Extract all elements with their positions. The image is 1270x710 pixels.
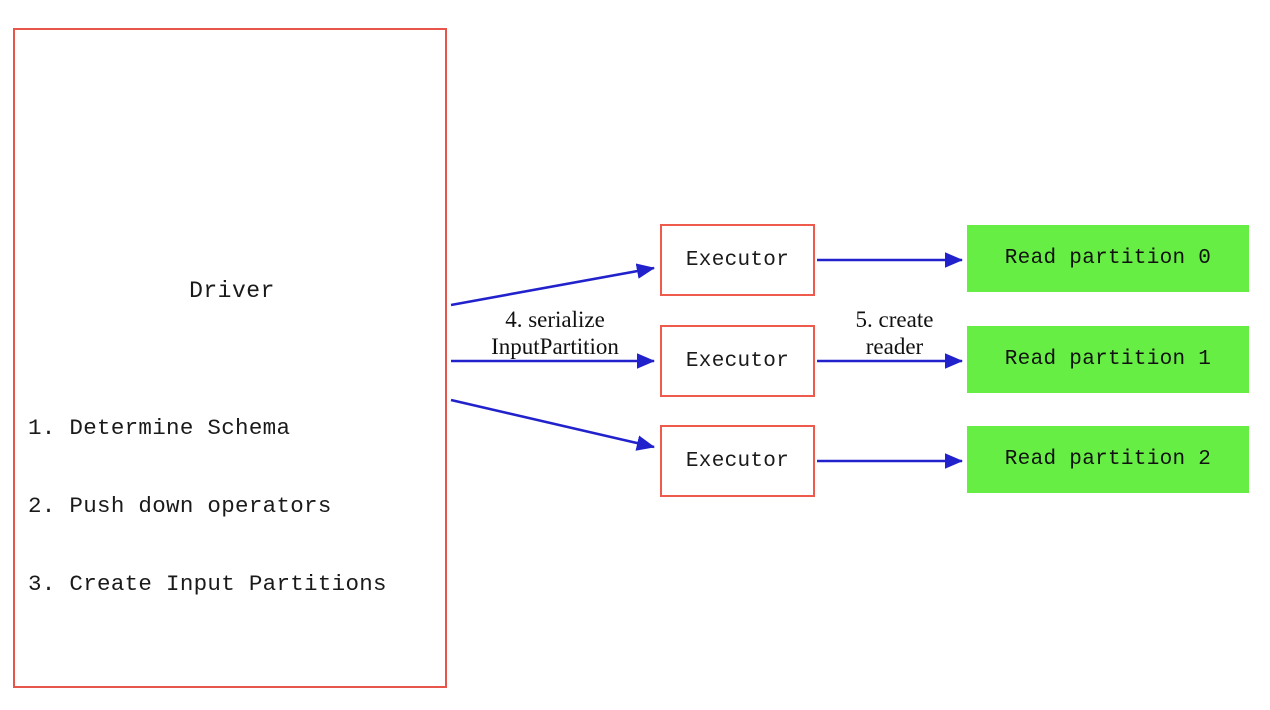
edge-label-create-reader-line-1: 5. create — [855, 307, 934, 332]
arrow-driver-to-executor-3 — [450, 398, 656, 451]
edge-label-serialize: 4. serialize InputPartition — [455, 306, 655, 360]
executor-label-1: Executor — [685, 248, 790, 272]
edge-label-serialize-line-2: InputPartition — [491, 334, 619, 359]
executor-box-1: Executor — [660, 224, 815, 296]
driver-title: Driver — [189, 278, 275, 304]
partition-label-2: Read partition 2 — [1004, 448, 1212, 471]
partition-label-0: Read partition 0 — [1004, 247, 1212, 270]
driver-step-3: 3. Create Input Partitions — [28, 571, 387, 597]
executor-box-2: Executor — [660, 325, 815, 397]
partition-box-0: Read partition 0 — [967, 225, 1249, 292]
driver-step-2: 2. Push down operators — [28, 493, 332, 519]
driver-step-1: 1. Determine Schema — [28, 415, 291, 441]
partition-box-2: Read partition 2 — [967, 426, 1249, 493]
executor-label-2: Executor — [685, 349, 790, 373]
driver-step-list: 1. Determine Schema 2. Push down operato… — [28, 363, 387, 649]
edge-label-create-reader-line-2: reader — [865, 334, 924, 359]
executor-box-3: Executor — [660, 425, 815, 497]
partition-label-1: Read partition 1 — [1004, 348, 1212, 371]
arrow-driver-to-executor-1 — [450, 263, 656, 307]
executor-label-3: Executor — [685, 449, 790, 473]
edge-label-create-reader: 5. create reader — [822, 306, 967, 360]
partition-box-1: Read partition 1 — [967, 326, 1249, 393]
edge-label-serialize-line-1: 4. serialize — [505, 307, 605, 332]
driver-box: Driver 1. Determine Schema 2. Push down … — [13, 28, 447, 688]
